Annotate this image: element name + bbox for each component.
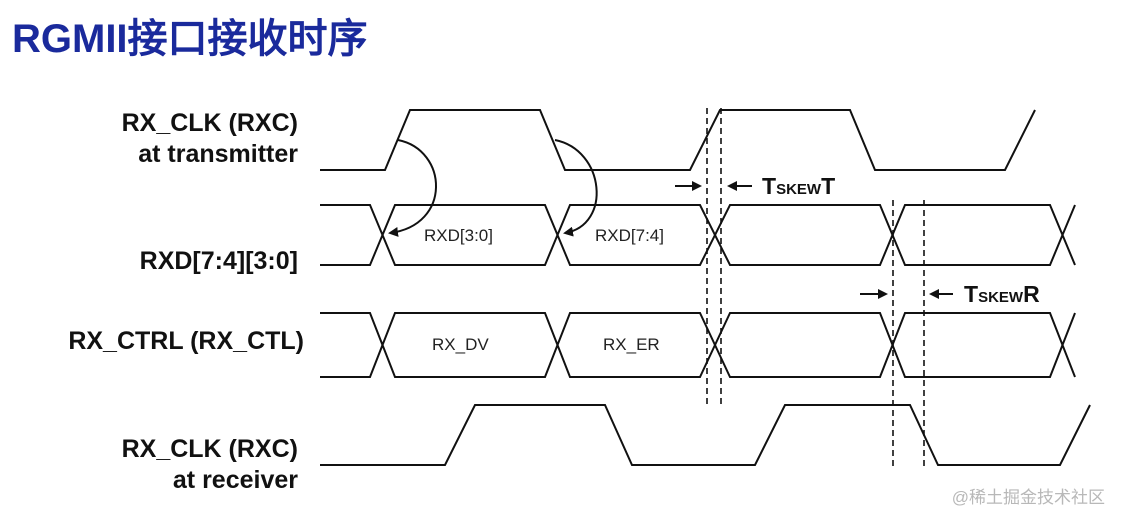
label-rx-ctrl-text: RX_CTRL (RX_CTL): [68, 327, 304, 355]
waveform-rx-clk-transmitter: [320, 109, 1036, 171]
waveform-rx-ctrl: [320, 312, 1076, 378]
tskewr-label: TSKEWR: [964, 281, 1040, 307]
waveform-rx-clk-receiver: [320, 404, 1091, 466]
edge-arrow-rise: [388, 139, 437, 237]
cell-rxd-second: RXD[7:4]: [595, 226, 664, 245]
label-rx-ctrl: RX_CTRL (RX_CTL): [20, 326, 304, 357]
label-rxd: RXD[7:4][3:0]: [60, 246, 298, 277]
edge-arrow-fall: [554, 139, 598, 237]
label-rx-clk-transmitter-line2: at transmitter: [138, 140, 298, 168]
label-rxd-text: RXD[7:4][3:0]: [139, 247, 298, 275]
label-rx-clk-receiver: RX_CLK (RXC) at receiver: [60, 434, 298, 496]
watermark: @稀土掘金技术社区: [951, 488, 1105, 507]
waveform-rxd: [320, 204, 1076, 266]
label-rx-clk-receiver-line1: RX_CLK (RXC): [121, 435, 298, 463]
page-title: RGMII接口接收时序: [12, 17, 368, 61]
label-rx-clk-transmitter-line1: RX_CLK (RXC): [121, 109, 298, 137]
cell-rxd-first: RXD[3:0]: [424, 226, 493, 245]
skew-guide-lines: [706, 108, 925, 468]
cell-ctrl-second: RX_ER: [603, 335, 660, 354]
label-rx-clk-transmitter: RX_CLK (RXC) at transmitter: [60, 108, 298, 170]
tskewt-label: TSKEWT: [762, 173, 835, 199]
label-rx-clk-receiver-line2: at receiver: [172, 466, 298, 494]
cell-ctrl-first: RX_DV: [432, 335, 489, 354]
